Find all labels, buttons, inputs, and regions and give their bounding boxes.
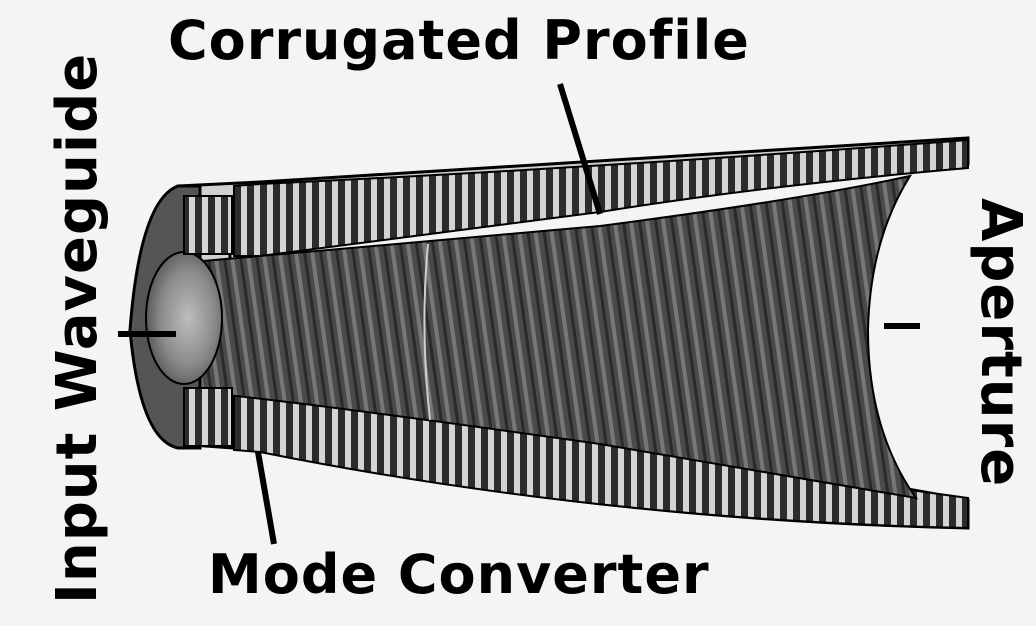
leader-corrugated [557, 83, 603, 215]
inner-bore [191, 174, 919, 500]
throat-opening [145, 251, 223, 385]
leader-mode-converter [255, 451, 277, 545]
corrugated-profile-label: Corrugated Profile [168, 9, 750, 72]
input-waveguide-label: Input Waveguide [45, 52, 110, 604]
mode-converter-label: Mode Converter [208, 543, 710, 606]
bore-seam [423, 243, 431, 421]
aperture-label: Aperture [968, 198, 1033, 488]
top-corrugations [233, 138, 969, 257]
mode-converter-bottom [183, 387, 233, 447]
mode-converter-top [183, 195, 233, 255]
